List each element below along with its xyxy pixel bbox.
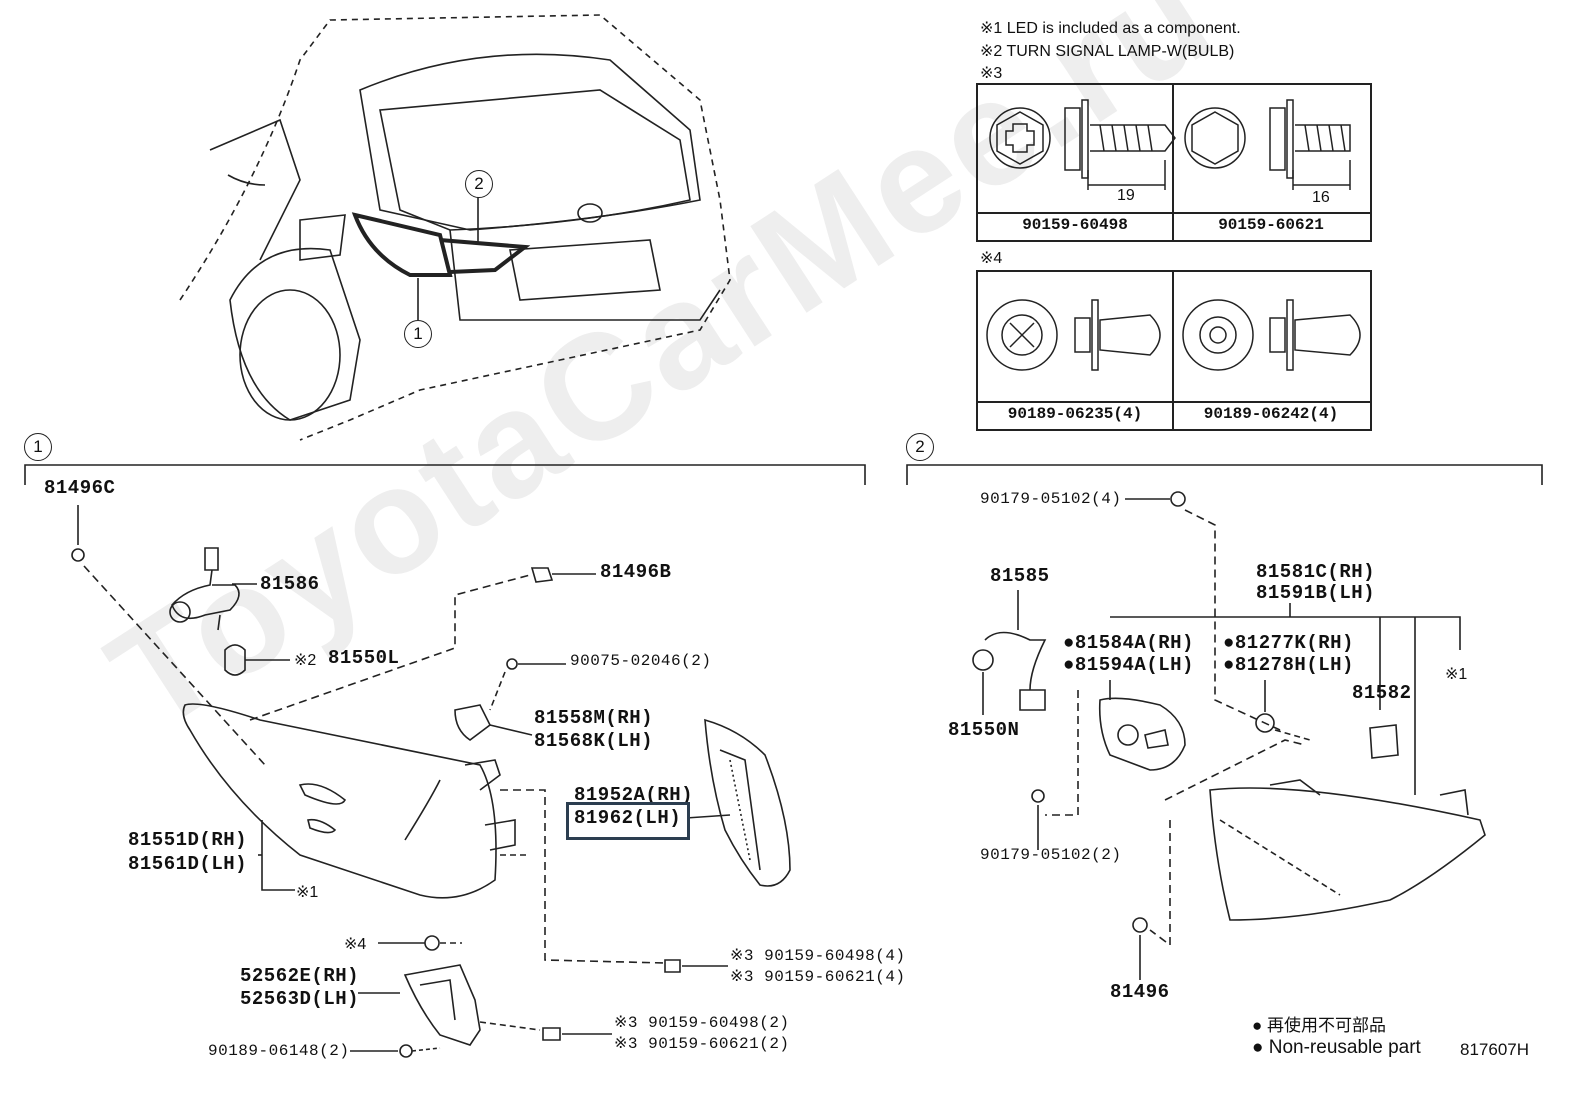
label-81496B: 81496B	[600, 561, 672, 583]
label-90179-05102-4: 90179-05102(4)	[980, 490, 1122, 508]
label-81277K: ●81277K(RH)	[1223, 632, 1354, 654]
label-81582: 81582	[1352, 682, 1412, 704]
fastener-part-90189-06242: 90189-06242(4)	[1203, 405, 1339, 423]
label-52563D: 52563D(LH)	[240, 988, 360, 1010]
highlight-box	[566, 802, 690, 840]
dimension-19: 19	[1117, 187, 1135, 204]
label-90179-05102-2: 90179-05102(2)	[980, 846, 1122, 864]
legend-non-reusable-en: ● Non-reusable part	[1252, 1037, 1421, 1058]
fastener-part-90189-06235: 90189-06235(4)	[1007, 405, 1143, 423]
label-81561D: 81561D(LH)	[128, 853, 248, 875]
fastener-table-4	[976, 270, 1372, 431]
fastener-part-90159-60498: 90159-60498	[1022, 216, 1128, 234]
label-81962-highlighted[interactable]: 81962(LH)	[574, 807, 682, 829]
label-81586: 81586	[260, 573, 320, 595]
label-81551D: 81551D(RH)	[128, 829, 248, 851]
figure-id: 817607H	[1460, 1040, 1530, 1059]
callout-2: 2	[465, 170, 493, 198]
label-52562E: 52562E(RH)	[240, 965, 360, 987]
legend-non-reusable-jp: ● 再使用不可部品	[1252, 1016, 1386, 1035]
table-divider	[1172, 83, 1174, 240]
label-screw-90159-60498-2: ※3 90159-60498(2)	[614, 1014, 790, 1032]
label-led-mark-2: ※1	[1445, 666, 1468, 683]
label-81952A: 81952A(RH)	[574, 784, 694, 806]
label-81550N: 81550N	[948, 719, 1020, 741]
label-81584A: ●81584A(RH)	[1063, 632, 1194, 654]
label-81568K: 81568K(LH)	[534, 730, 654, 752]
label-screw-90159-60621-4: ※3 90159-60621(4)	[730, 968, 906, 986]
label-90075-02046: 90075-02046(2)	[570, 652, 712, 670]
note-4: ※4	[980, 250, 1003, 267]
table-divider	[976, 401, 1370, 403]
note-led: ※1 LED is included as a component.	[980, 20, 1241, 37]
label-81558M: 81558M(RH)	[534, 707, 654, 729]
fastener-part-90159-60621: 90159-60621	[1218, 216, 1324, 234]
label-81550L-mark: ※2	[294, 652, 317, 669]
label-screw-90159-60621-2: ※3 90159-60621(2)	[614, 1035, 790, 1053]
table-divider	[976, 212, 1370, 214]
label-81585: 81585	[990, 565, 1050, 587]
fastener-table-3	[976, 83, 1372, 242]
label-81278H: ●81278H(LH)	[1223, 654, 1354, 676]
label-81591B: 81591B(LH)	[1256, 582, 1376, 604]
dimension-16: 16	[1312, 189, 1330, 206]
callout-1: 1	[404, 320, 432, 348]
label-led-mark-1: ※1	[296, 884, 319, 901]
label-90189-06148: 90189-06148(2)	[208, 1042, 350, 1060]
note-turn-signal: ※2 TURN SIGNAL LAMP-W(BULB)	[980, 43, 1235, 60]
label-81594A: ●81594A(LH)	[1063, 654, 1194, 676]
label-81496C: 81496C	[44, 477, 116, 499]
label-81496: 81496	[1110, 981, 1170, 1003]
label-81550L: 81550L	[328, 647, 400, 669]
section-1-marker: 1	[24, 433, 52, 461]
label-screw-90159-60498-4: ※3 90159-60498(4)	[730, 947, 906, 965]
label-clip-mark: ※4	[344, 936, 367, 953]
section-2-marker: 2	[906, 433, 934, 461]
table-divider	[1172, 270, 1174, 429]
label-81581C: 81581C(RH)	[1256, 561, 1376, 583]
note-3: ※3	[980, 65, 1003, 82]
